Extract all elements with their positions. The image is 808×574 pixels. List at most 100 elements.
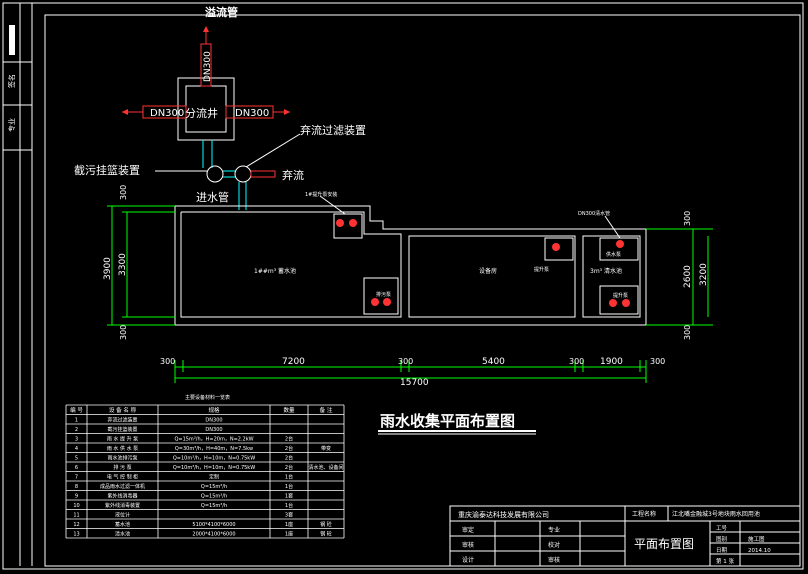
discard-filter-label: 弃流过滤装置	[300, 123, 366, 137]
table-cell: Q=15m³/h	[201, 503, 227, 509]
note-leader	[604, 215, 621, 239]
inlet-pipe-label: 进水管	[196, 190, 229, 204]
table-header-cell: 数量	[283, 406, 295, 414]
dim-text: 300	[650, 357, 665, 366]
title-block-info-label: 日期	[716, 547, 728, 554]
storage-pool-label: 1##m³ 蓄水池	[254, 267, 296, 275]
table-cell: 液位计	[115, 512, 130, 519]
drawing-frame	[44, 14, 801, 567]
dn300-right-label: DN300	[235, 108, 269, 119]
storage-pool-inner	[180, 211, 402, 318]
dim-text: 3300	[118, 253, 128, 276]
table-cell: DN300	[205, 427, 222, 433]
dim-text: 300	[119, 325, 128, 340]
table-cell: 6	[75, 465, 78, 471]
dim-total-text: 15700	[400, 378, 429, 388]
table-cell: Q=15m³/h	[201, 494, 227, 500]
supply-pump-box	[599, 237, 639, 261]
left-arrowhead	[122, 109, 128, 115]
table-cell: 10	[73, 503, 79, 509]
pump-icon	[336, 219, 344, 227]
table-cell: 雨 水 提 升 泵	[107, 436, 138, 443]
table-cell: DN300	[205, 418, 222, 424]
discard-label: 弃流	[282, 168, 304, 182]
pump-label: 排污泵	[376, 291, 391, 298]
table-cell: 4	[75, 446, 78, 452]
table-header-cell: 设 备 名 称	[109, 406, 137, 414]
title-block-row-label: 审定	[462, 526, 474, 534]
title-block	[449, 505, 801, 567]
project-name: 江北嘴金融城3号地块雨水回用池	[672, 510, 760, 518]
table-cell: 1	[75, 418, 78, 424]
table-header-cell: 备 注	[320, 406, 333, 414]
table-cell: 定制	[209, 474, 219, 481]
lift-pump-box	[333, 213, 363, 239]
equipment-room	[408, 235, 576, 318]
table-cell: 5100*4100*6000	[192, 522, 235, 528]
table-header-cell: 编 号	[70, 406, 83, 414]
table-cell: 2台	[285, 464, 293, 471]
table-cell: 2台	[285, 455, 293, 462]
sewage-pump-box	[363, 277, 399, 315]
table-cell: 11	[73, 513, 79, 519]
table-cell: 3套	[285, 512, 293, 519]
dim-text: 300	[683, 211, 692, 226]
table-cell: 紫外线消毒器	[107, 493, 137, 500]
table-cell: Q=15m³/h，H=20m，N=2.2kW	[174, 437, 253, 443]
overflow-arrowhead	[203, 26, 209, 32]
dim-text: 300	[160, 357, 175, 366]
dim-text: 5400	[482, 357, 505, 367]
table-cell: 清水池、设备间	[308, 464, 343, 471]
dim-text: 7200	[282, 357, 305, 367]
pump-icon	[622, 299, 630, 307]
table-caption: 主要设备材料一览表	[185, 394, 230, 401]
table-cell: 蓄水池	[115, 521, 130, 528]
table-cell: 2	[75, 427, 78, 433]
table-cell: 1座	[285, 521, 293, 528]
clean-pump-box	[599, 285, 639, 315]
table-cell: 1台	[285, 502, 293, 509]
table-cell: 13	[73, 532, 79, 538]
table-cell: 2台	[285, 436, 293, 443]
table-cell: 雨 水 供 水 泵	[107, 445, 138, 452]
clean-pool	[582, 235, 641, 318]
pump-icon	[383, 298, 391, 306]
dn300-vertical-label: DN300	[203, 51, 213, 82]
pump-label: 提升泵	[534, 266, 549, 273]
right-arrowhead	[284, 109, 290, 115]
dim-text: 1900	[600, 357, 623, 367]
title-block-col-label: 专业	[548, 526, 560, 534]
top-note-a: 1#提升泵安装	[305, 191, 337, 198]
diversion-well-outer	[177, 77, 235, 141]
dim-text: 300	[569, 357, 584, 366]
title-block-col-label: 审核	[548, 556, 560, 564]
side-label: 专业	[7, 118, 16, 132]
basket-label: 截污挂篮装置	[74, 163, 140, 177]
table-cell: 带变	[321, 445, 331, 452]
diversion-well-label: 分流井	[185, 106, 218, 120]
table-header-cell: 规格	[208, 406, 220, 414]
project-label: 工程名称	[632, 510, 656, 518]
pump-icon	[616, 240, 624, 248]
company-name: 重庆渝泰达科技发展有限公司	[458, 510, 549, 519]
pump-icon	[552, 243, 560, 251]
title-block-info-value: 施工图	[748, 535, 765, 543]
dim-text: 2600	[683, 265, 693, 288]
table-cell: 截污挂篮装置	[107, 426, 137, 433]
table-cell: 9	[75, 494, 78, 500]
table-cell: Q=10m³/h，H=10m，N=0.75kW	[173, 465, 255, 471]
pump-label: 提升泵	[613, 292, 628, 299]
table-cell: 电 气 控 制 柜	[107, 474, 138, 481]
table-cell: Q=10m³/h，H=10m，N=0.75kW	[173, 456, 255, 462]
table-cell: 排 污 泵	[113, 464, 131, 471]
title-block-row-label: 设计	[462, 556, 474, 564]
overflow-pipe-label: 溢流管	[205, 5, 238, 19]
dim-text: 300	[119, 185, 128, 200]
discard-pipe	[250, 170, 276, 178]
tank-outer-wall	[174, 205, 647, 326]
drawing-title: 雨水收集平面布置图	[380, 412, 515, 430]
table-cell: 8	[75, 484, 78, 490]
